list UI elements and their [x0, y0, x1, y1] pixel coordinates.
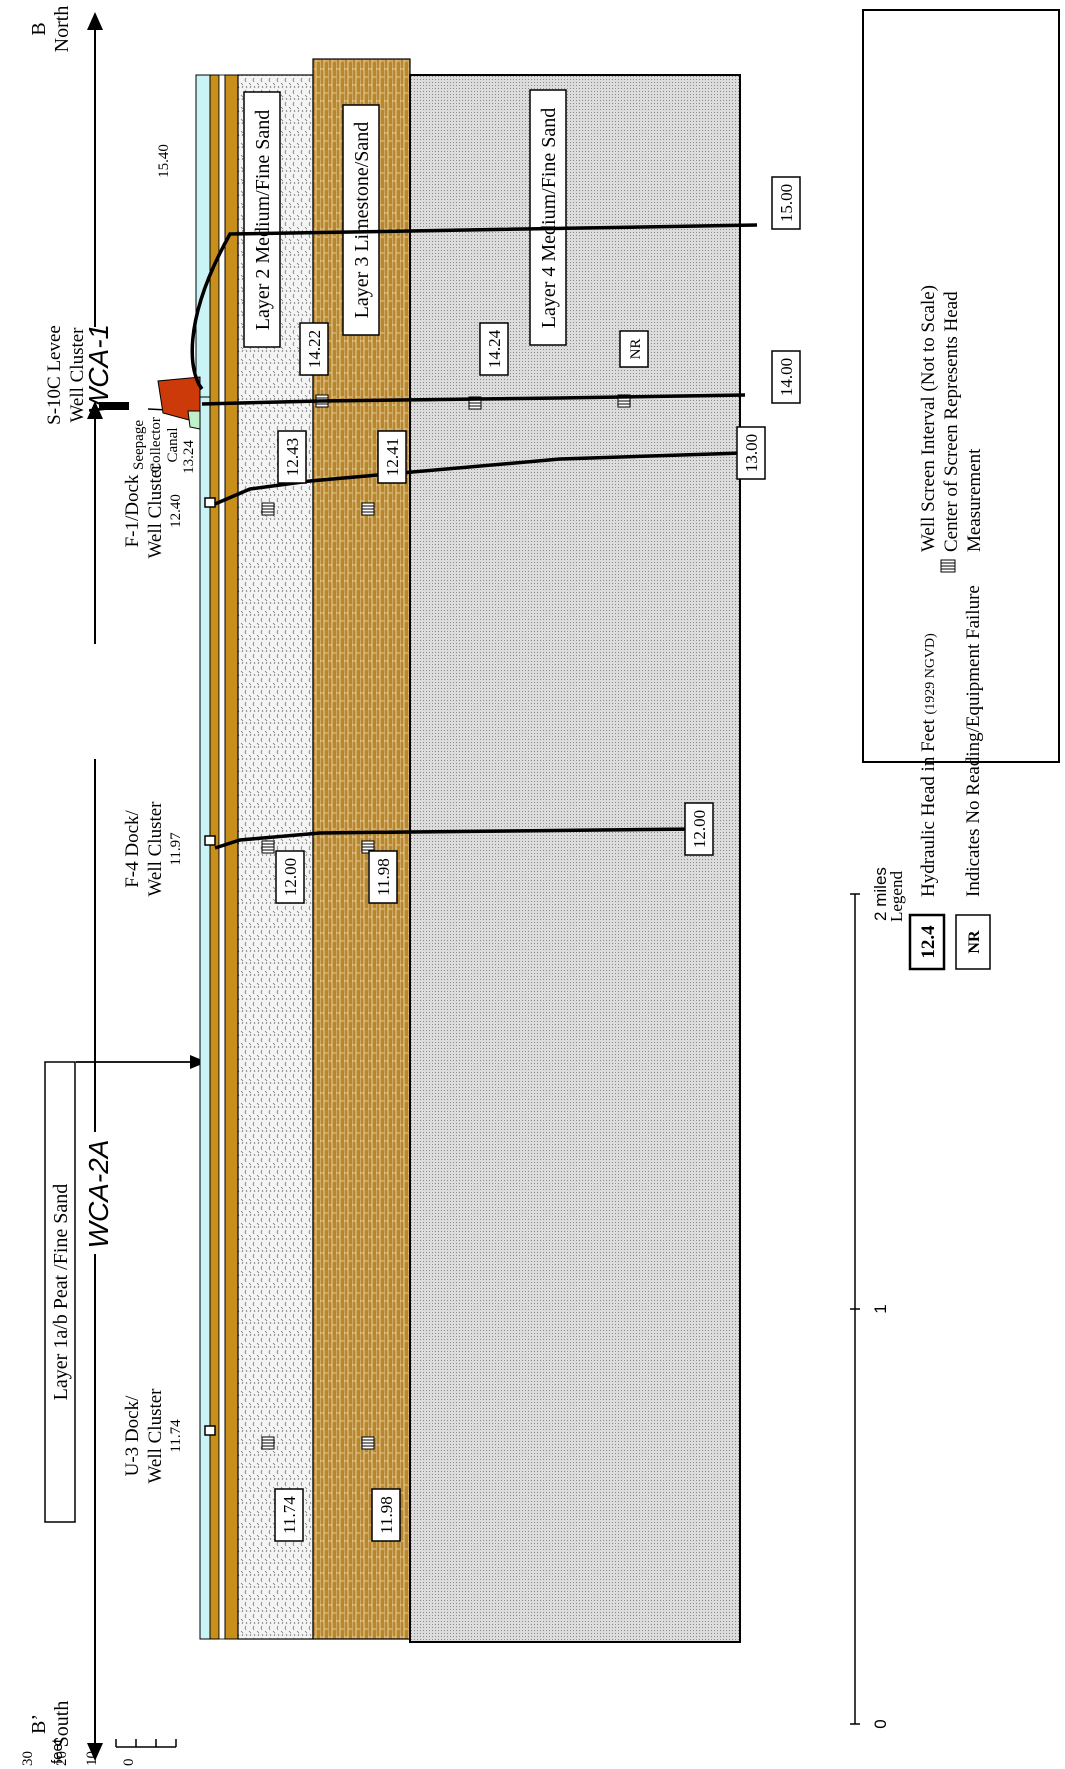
well-name-line2: Well Cluster: [145, 801, 166, 897]
legend-head-text: Hydraulic Head in Feet (1929 NGVD): [918, 633, 939, 897]
head-value: 15.00: [777, 184, 796, 222]
legend-screen-line2: Center of Screen Represents Head: [941, 291, 962, 552]
legend-head-sample-box: [908, 913, 946, 971]
well-screen-icon: [361, 502, 375, 516]
head-box: [771, 176, 801, 230]
well-screen-icon: [261, 502, 275, 516]
legend-content: Legend 12.4 Hydraulic Head in Feet (1929…: [28, 285, 991, 1748]
well-name-line1: U-3 Dock/: [122, 1395, 143, 1476]
seepage-label-line1: Seepage: [131, 420, 147, 470]
head-value: 13.00: [742, 434, 761, 472]
vertical-scale: feet: [115, 1739, 177, 1748]
layer2-label: Layer 2 Medium/Fine Sand: [252, 110, 274, 331]
layer3-label-box: [342, 104, 380, 336]
well-screen-icon: [361, 1436, 375, 1450]
legend-title: Legend: [887, 871, 906, 922]
well-name-line1: F-4 Dock/: [122, 809, 143, 887]
head-box: [368, 850, 398, 904]
layer1-label-box: [44, 1061, 76, 1523]
hscale-tick: 2 miles: [871, 867, 890, 921]
levee-post: [99, 402, 129, 410]
seepage-label-line3: Canal: [165, 428, 181, 463]
north-letter: B: [28, 22, 50, 35]
legend-frame: [862, 9, 1060, 763]
legend-nr-sample: NR: [966, 930, 983, 954]
legend-nr-text: Indicates No Reading/Equipment Failure: [963, 585, 984, 897]
nr-box: [619, 330, 649, 368]
south-word: South: [51, 1701, 73, 1748]
well-screen-icon: [361, 840, 375, 854]
layer4-sand: [409, 74, 741, 1643]
well-name-line2: Well Cluster: [67, 327, 88, 423]
wca1-label: WCA-1: [83, 324, 114, 414]
head-box: [299, 322, 329, 376]
well-screen-icon: [261, 840, 275, 854]
legend-screen-line1: Well Screen Interval (Not to Scale): [918, 285, 939, 552]
north-word: North: [51, 6, 73, 53]
well-name-line1: F-1/Dock: [122, 474, 143, 547]
head-box: [277, 430, 307, 484]
wca2a-label: WCA-2A: [83, 1140, 114, 1249]
head-value: 12.00: [690, 810, 709, 848]
well-surface-head: 11.97: [168, 832, 184, 866]
legend-head-label: Hydraulic Head in Feet: [918, 718, 939, 897]
hscale-tick: 0: [871, 1719, 890, 1728]
well-surface-head: 12.40: [168, 494, 184, 528]
head-value: 11.98: [377, 1496, 396, 1534]
horizontal-scale: 0 1 2 miles: [850, 867, 890, 1729]
legend-head-datum: (1929 NGVD): [923, 633, 938, 715]
head-box: [371, 1488, 401, 1542]
direction-arrows: [87, 12, 103, 1761]
head-box: [736, 426, 766, 480]
head-value: 12.43: [283, 438, 302, 476]
layer2-label-box: [243, 91, 281, 348]
seepage-head: 13.24: [181, 440, 197, 474]
well-risers: [204, 497, 216, 1436]
head-box: [377, 430, 407, 484]
well-screen-icon: [261, 1436, 275, 1450]
head-box: [275, 850, 305, 904]
layer1-label: Layer 1a/b Peat /Fine Sand: [50, 1184, 72, 1401]
head-value: 14.00: [777, 358, 796, 396]
layer3-label: Layer 3 Limestone/Sand: [351, 122, 373, 319]
wca1-surface-head: 15.40: [156, 144, 172, 178]
head-box: [479, 322, 509, 376]
head-values: 11.74 11.98 12.00 11.98 12.00 12.43 12.4…: [274, 176, 801, 1542]
legend-head-sample: 12.4: [918, 925, 939, 959]
head-value: 11.74: [280, 1496, 299, 1534]
head-profile-lines: [190, 223, 758, 850]
head-box: [274, 1488, 304, 1542]
well-surface-head: 11.74: [168, 1419, 184, 1453]
head-value: 12.41: [383, 438, 402, 476]
legend-screen-line3: Measurement: [964, 448, 985, 552]
seepage-label-line2: Collector: [148, 417, 164, 473]
legend-nr-sample-box: [955, 914, 991, 970]
well-name-line1: S-10C Levee: [44, 325, 65, 425]
head-value: 12.00: [281, 858, 300, 896]
well-name-line2: Well Cluster: [145, 463, 166, 559]
head-box: [771, 350, 801, 404]
hscale-tick: 1: [871, 1304, 890, 1313]
layer4-label: Layer 4 Medium/Fine Sand: [538, 108, 560, 329]
south-letter: B’: [28, 1714, 50, 1734]
head-value: 11.98: [374, 858, 393, 896]
layer4-label-box: [529, 89, 567, 346]
nr-value: NR: [628, 339, 644, 360]
well-name-line2: Well Cluster: [145, 1388, 166, 1484]
seepage-canal: [187, 410, 201, 430]
head-value: 14.22: [305, 330, 324, 368]
head-box: [684, 802, 714, 856]
well-labels: U-3 Dock/ Well Cluster 11.74 F-4 Dock/ W…: [44, 144, 197, 1483]
layer1-pointer-head: [190, 1055, 207, 1069]
legend-screen-icon: [940, 559, 956, 573]
head-value: 14.24: [485, 329, 504, 368]
